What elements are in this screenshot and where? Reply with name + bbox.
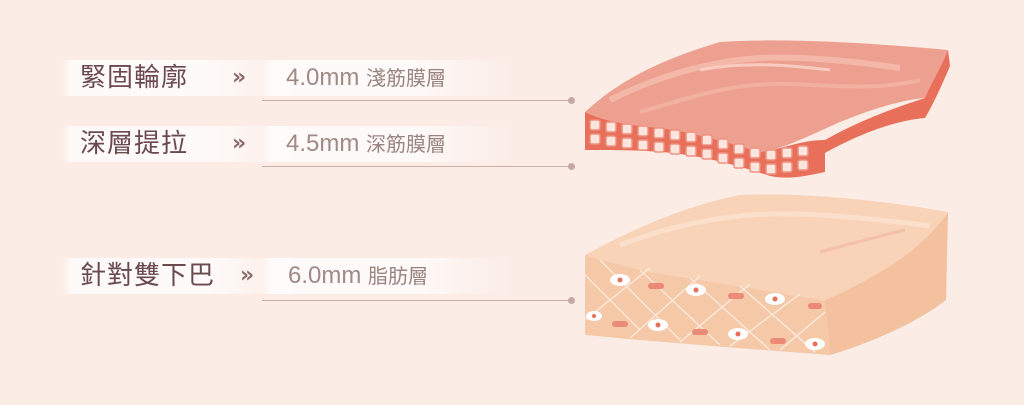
leader-dot <box>568 297 575 304</box>
depth-value: 6.0mm <box>288 262 362 289</box>
layer-name: 深筋膜層 <box>366 132 447 156</box>
treatment-label: 針對雙下巴 <box>80 261 216 291</box>
depth-text: 4.5mm 深筋膜層 <box>286 126 446 162</box>
treatment-label: 深層提拉 <box>80 129 189 159</box>
depth-text: 6.0mm 脂肪層 <box>288 258 428 294</box>
row-background <box>262 258 512 294</box>
muscle-layer-illustration <box>585 40 950 178</box>
leader-line <box>262 300 570 301</box>
layer-name: 淺筋膜層 <box>366 66 447 90</box>
leader-dot <box>568 163 575 170</box>
layer-name: 脂肪層 <box>368 264 429 288</box>
fat-layer-illustration <box>584 194 948 355</box>
row-background <box>262 60 512 96</box>
depth-value: 4.5mm <box>286 130 360 157</box>
leader-line <box>262 100 570 101</box>
leader-dot <box>568 97 575 104</box>
depth-text: 4.0mm 淺筋膜層 <box>286 60 446 96</box>
depth-value: 4.0mm <box>286 64 360 91</box>
treatment-label: 緊固輪廓 <box>80 63 189 93</box>
row-background <box>262 126 512 162</box>
leader-line <box>262 166 570 167</box>
